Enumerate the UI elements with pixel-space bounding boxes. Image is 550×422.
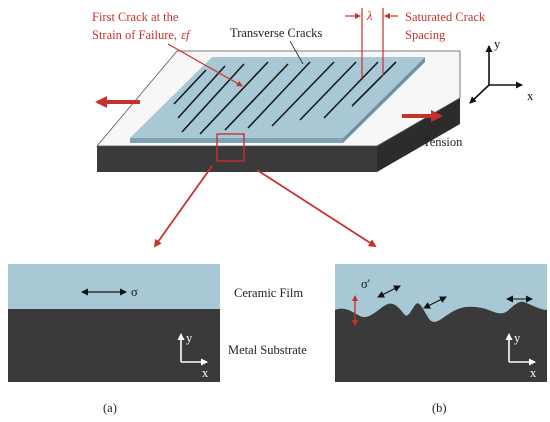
panel-a-axis-y-label: y bbox=[186, 331, 193, 345]
panel-b-axis-x-label: x bbox=[530, 366, 537, 380]
crack-line bbox=[351, 61, 397, 107]
first-crack-leader bbox=[167, 43, 243, 87]
panel-a-substrate bbox=[8, 309, 220, 382]
zoom-box bbox=[216, 133, 245, 162]
saturated-spacing-line1: Saturated Crack bbox=[405, 10, 486, 24]
panel-a-axis-x-label: x bbox=[202, 366, 209, 380]
panel-b: σ' y x (b) bbox=[335, 264, 547, 415]
substrate-front-face bbox=[97, 146, 377, 172]
tension-label: Tension bbox=[423, 135, 463, 149]
transverse-cracks-leader bbox=[289, 40, 304, 65]
first-crack-label-line2: Strain of Failure,εf bbox=[92, 28, 191, 42]
panel-b-stress-arrow-2 bbox=[423, 296, 447, 309]
lambda-label: λ bbox=[366, 9, 373, 23]
crack-line bbox=[271, 61, 335, 127]
crack-line bbox=[199, 61, 269, 135]
axes-3d bbox=[469, 45, 523, 104]
crack-line bbox=[177, 65, 226, 119]
crack-line bbox=[224, 63, 289, 131]
panel-a-film bbox=[8, 264, 220, 309]
film-front-edge bbox=[130, 138, 343, 143]
crack-line bbox=[247, 61, 311, 129]
panel-b-sigma-prime-label: σ' bbox=[361, 277, 370, 291]
zoom-arrow-right bbox=[256, 169, 377, 248]
metal-substrate-label: Metal Substrate bbox=[228, 343, 307, 357]
axis-x-label-3d: x bbox=[527, 89, 534, 103]
panel-a: σ y x (a) bbox=[8, 264, 220, 415]
film-right-edge bbox=[343, 57, 425, 143]
axis-z-3d bbox=[469, 84, 490, 104]
crack-line bbox=[173, 69, 207, 105]
axis-y-label-3d: y bbox=[494, 37, 501, 51]
panel-b-axis-y-label: y bbox=[514, 331, 521, 345]
crack-line bbox=[323, 61, 379, 119]
saturated-spacing-line2: Spacing bbox=[405, 28, 446, 42]
crack-line bbox=[299, 61, 357, 121]
slab bbox=[96, 50, 461, 172]
first-crack-annotation: First Crack at the Strain of Failure,εf bbox=[92, 10, 243, 87]
panel-a-sigma-label: σ bbox=[131, 285, 138, 299]
transverse-cracks-label: Transverse Cracks bbox=[230, 26, 322, 40]
lambda-spacing: λ Saturated Crack Spacing bbox=[345, 8, 486, 78]
transverse-cracks bbox=[173, 61, 397, 135]
panel-b-caption: (b) bbox=[432, 401, 447, 415]
crack-line bbox=[181, 63, 245, 133]
zoom-arrow-left bbox=[153, 165, 213, 248]
panel-b-substrate bbox=[335, 301, 547, 382]
ceramic-film-label: Ceramic Film bbox=[234, 286, 303, 300]
panel-a-caption: (a) bbox=[103, 401, 117, 415]
first-crack-label-line1: First Crack at the bbox=[92, 10, 179, 24]
panel-b-stress-arrow-1 bbox=[377, 285, 401, 298]
